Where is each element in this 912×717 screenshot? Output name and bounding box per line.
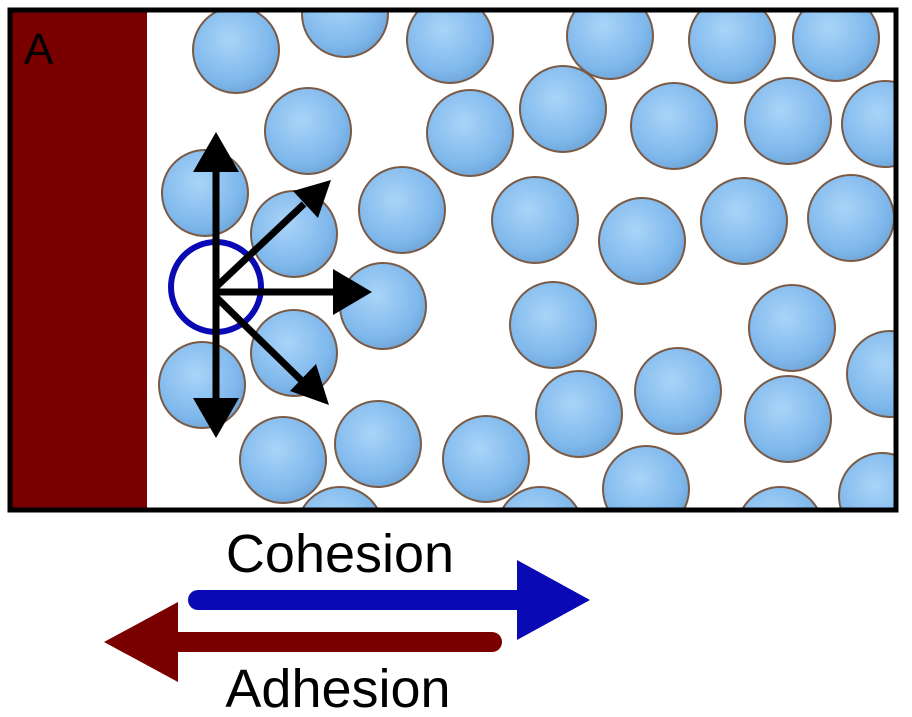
force-arrow-down: [193, 287, 239, 438]
water-molecule: [688, 10, 776, 84]
water-molecule: [744, 375, 832, 463]
force-arrows: [193, 132, 372, 438]
water-molecule: [634, 347, 722, 435]
water-molecule: [239, 416, 327, 504]
water-molecule: [406, 10, 494, 84]
water-molecule: [300, 486, 380, 510]
water-molecule: [358, 166, 446, 254]
water-molecule: [334, 400, 422, 488]
water-molecule: [250, 309, 338, 397]
water-molecule: [566, 10, 654, 80]
water-molecule: [192, 10, 280, 94]
water-molecule: [740, 486, 820, 510]
water-molecule: [264, 87, 352, 175]
force-arrow-right: [216, 269, 372, 315]
water-molecule: [744, 77, 832, 165]
force-arrow-down-right: [213, 294, 329, 405]
adhesion-label: Adhesion: [225, 659, 450, 717]
water-molecule: [807, 174, 895, 262]
water-molecule: [841, 80, 896, 168]
water-molecule: [700, 177, 788, 265]
water-molecule: [442, 415, 530, 503]
water-molecule: [630, 82, 718, 170]
water-molecule: [158, 341, 246, 429]
cohesion-arrow: [188, 560, 590, 640]
molecule-group: [158, 10, 896, 510]
adhesion-arrow: [104, 602, 502, 682]
water-molecule: [748, 284, 836, 372]
water-molecule: [301, 10, 389, 58]
water-molecule: [598, 197, 686, 285]
water-molecule: [519, 65, 607, 153]
force-arrow-up: [193, 132, 239, 287]
panel-border: [7, 7, 899, 513]
panel-label: A: [24, 25, 54, 74]
water-molecule: [509, 281, 597, 369]
water-molecule: [491, 176, 579, 264]
solid-wall: [10, 10, 147, 510]
water-molecule: [846, 330, 896, 418]
water-molecule: [838, 452, 896, 510]
water-molecule: [426, 89, 514, 177]
water-molecule: [792, 10, 880, 82]
water-molecule: [500, 486, 580, 510]
water-molecule: [535, 370, 623, 458]
water-molecule: [250, 190, 338, 278]
cohesion-label: Cohesion: [226, 524, 454, 584]
water-molecule: [602, 445, 690, 510]
water-molecule: [339, 262, 427, 350]
force-arrow-up-right: [213, 180, 331, 290]
